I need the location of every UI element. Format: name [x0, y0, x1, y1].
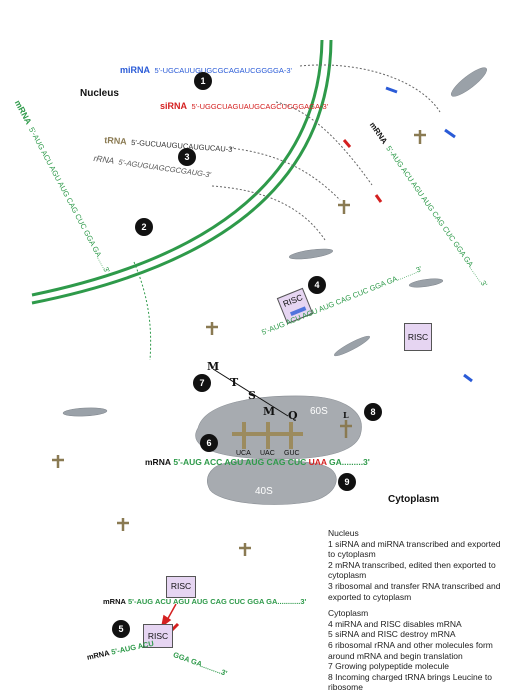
codon-list: AUG ACC AGU AUG CAG CUC UAA GA.........3… [183, 457, 370, 467]
mirna-strand: miRNA 5'-UGCAUUGUGCGCAGAUCGGGGA-3' [120, 60, 292, 78]
polypeptide-chain [212, 368, 289, 417]
legend-nucleus-title: Nucleus [328, 528, 359, 538]
codon: GA.........3' [326, 457, 370, 467]
step-badge-4: 4 [308, 276, 326, 294]
mirna-fragments [385, 86, 473, 383]
bottom-mrna-tag-1: mRNA [103, 597, 126, 606]
risc-complex-free: RISC [404, 323, 432, 351]
rrna-tag: rRNA [92, 152, 115, 166]
amino-acid-s: S [248, 389, 256, 402]
legend: Nucleus 1 siRNA and miRNA transcribed an… [328, 528, 508, 693]
ribosome-40s [206, 459, 337, 505]
codon: ACC [201, 457, 223, 467]
codon: AUG [182, 457, 202, 467]
step-badge-8: 8 [364, 403, 382, 421]
step-badge-7: 7 [193, 374, 211, 392]
sirna-strand: siRNA 5'-UGGCUAGUAUGCAGCUCGGAGA-3' [160, 96, 328, 114]
trna-tag: tRNA [103, 134, 128, 147]
sirna-seq: 5'-UGGCUAGUAUGCAGCUCGGAGA-3' [191, 102, 329, 111]
step-badge-3: 3 [178, 148, 196, 166]
codon: UAA [306, 457, 327, 467]
trna-molecules [52, 130, 426, 556]
ribosome-mrna-tag: mRNA [145, 457, 171, 467]
codon: CAG [264, 457, 286, 467]
trna-arrow [229, 147, 341, 201]
risc-label: RISC [170, 581, 192, 591]
leucine-label: L [343, 410, 349, 420]
nuclear-envelope [31, 39, 333, 305]
legend-nucleus-item-1: 1 siRNA and miRNA transcribed and export… [328, 538, 501, 560]
mirna-seq: 5'-UGCAUUGUGCGCAGAUCGGGGA-3' [154, 66, 292, 75]
anticodon-2: UAC [260, 450, 275, 457]
mirna-arrow [299, 64, 441, 113]
ribosome-trnas [232, 422, 303, 449]
risc-label: RISC [147, 631, 169, 641]
transport-arrows [133, 64, 441, 361]
anticodon-1: UCA [236, 450, 251, 457]
sirna-tag: siRNA [160, 101, 188, 111]
legend-cytoplasm-item-7: 7 Growing polypeptide molecule [328, 661, 449, 672]
legend-cytoplasm-title: Cytoplasm [328, 608, 369, 619]
legend-cytoplasm-item-8: 8 Incoming charged tRNA brings Leucine t… [328, 671, 492, 693]
bottom-mrna-strand-1: mRNA 5'-AUG ACU AGU AUG CAG CUC GGA GA..… [103, 597, 306, 606]
step-badge-1: 1 [194, 72, 212, 90]
nucleus-label: Nucleus [80, 88, 119, 99]
step-badge-6: 6 [200, 434, 218, 452]
codon: AGU [222, 457, 244, 467]
ribosome-mrna-strand: mRNA 5'-AUG ACC AGU AUG CAG CUC UAA GA..… [145, 457, 370, 467]
amino-acid-q: Q [288, 409, 298, 422]
amino-acid-m1: M [207, 360, 220, 373]
mrna-export-arrow [133, 261, 152, 361]
legend-nucleus-item-2: 2 mRNA transcribed, edited then exported… [328, 559, 496, 581]
ribosome [195, 395, 362, 505]
legend-cytoplasm-item-5: 5 siRNA and RISC destroy mRNA [328, 629, 456, 640]
rrna-arrow [211, 185, 326, 241]
ribosome-40s-label: 40S [255, 486, 273, 497]
cytoplasm-label: Cytoplasm [388, 494, 440, 505]
legend-nucleus-item-3: 3 ribosomal and transfer RNA transcribed… [328, 580, 501, 602]
legend-cytoplasm-item-4: 4 miRNA and RISC disables mRNA [328, 618, 462, 629]
legend-cytoplasm-item-6: 6 ribosomal rRNA and other molecules for… [328, 639, 493, 661]
step-badge-9: 9 [338, 473, 356, 491]
organelles [62, 67, 487, 417]
anticodon-3: GUC [284, 450, 300, 457]
step-badge-2: 2 [135, 218, 153, 236]
risc-move-arrow [160, 603, 177, 628]
risc-label: RISC [407, 332, 429, 342]
ribosome-60s [195, 395, 362, 460]
ribosome-mrna-start: 5'- [173, 457, 183, 467]
risc-complex-sirna-2: RISC [143, 624, 173, 648]
step-badge-5: 5 [112, 620, 130, 638]
codon: AUG [243, 457, 265, 467]
sirna-arrow [275, 101, 373, 186]
bottom-mrna-seq-1: 5'-AUG ACU AGU AUG CAG CUC GGA GA.......… [128, 597, 307, 606]
risc-complex-sirna-1: RISC [166, 576, 196, 598]
amino-acid-m2: M [263, 405, 276, 418]
codon: CUC [285, 457, 307, 467]
ribosome-60s-label: 60S [310, 406, 328, 417]
mirna-tag: miRNA [120, 65, 151, 75]
amino-acid-t: T [230, 376, 239, 389]
